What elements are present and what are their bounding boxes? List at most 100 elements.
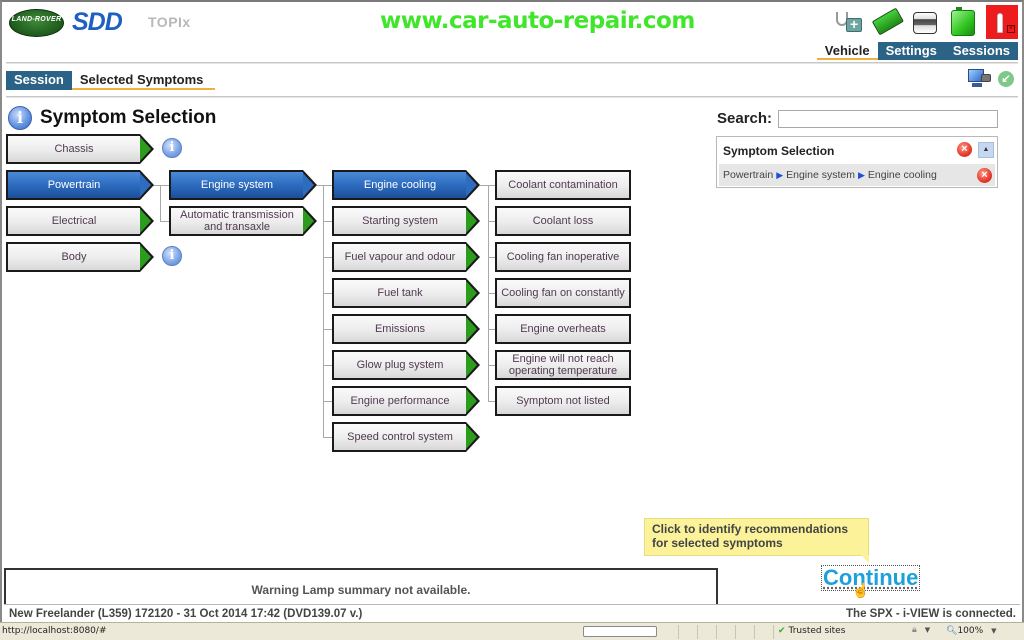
vehicle-info: New Freelander (L359) 172120 - 31 Oct 20… bbox=[9, 608, 363, 620]
battery-icon[interactable] bbox=[948, 6, 978, 38]
selection-panel: Symptom Selection × ▲ Powertrain▶Engine … bbox=[716, 136, 998, 188]
category-powertrain[interactable]: Powertrain bbox=[6, 170, 154, 200]
subcategory-automatic-transmission[interactable]: Automatic transmission and transaxle bbox=[169, 206, 317, 236]
path-item: Engine cooling bbox=[867, 169, 937, 181]
symptom-cooling-fan-on-constantly[interactable]: Cooling fan on constantly bbox=[495, 278, 631, 308]
symptom-not-listed[interactable]: Symptom not listed bbox=[495, 386, 631, 416]
hand-cursor-icon: ☝ bbox=[852, 582, 870, 598]
toolbar-icons: × bbox=[834, 5, 1018, 39]
checkmark-icon: ✔ bbox=[778, 626, 786, 636]
category-body[interactable]: Body bbox=[6, 242, 154, 272]
subheader-divider bbox=[6, 96, 1018, 98]
wireless-disconnected-icon[interactable]: × bbox=[986, 5, 1018, 39]
system-fuel-vapour-odour[interactable]: Fuel vapour and odour bbox=[332, 242, 480, 272]
node-label: Body bbox=[61, 251, 87, 263]
chevron-down-icon: ▼ bbox=[991, 627, 997, 635]
system-glow-plug[interactable]: Glow plug system bbox=[332, 350, 480, 380]
symptom-coolant-contamination[interactable]: Coolant contamination bbox=[495, 170, 631, 200]
connector-line bbox=[323, 185, 324, 438]
symptom-cooling-fan-inoperative[interactable]: Cooling fan inoperative bbox=[495, 242, 631, 272]
status-separators bbox=[660, 625, 775, 639]
security-zone[interactable]: ✔Trusted sites bbox=[778, 626, 845, 636]
connector-line bbox=[323, 221, 333, 222]
protected-mode-icon[interactable]: 🔒︎▼ bbox=[912, 625, 931, 635]
node-label: Engine will not reach operating temperat… bbox=[508, 353, 618, 377]
main-tabs: Vehicle Settings Sessions bbox=[816, 42, 1018, 60]
info-icon[interactable]: i bbox=[8, 106, 32, 130]
connector-line bbox=[323, 257, 333, 258]
node-label: Glow plug system bbox=[356, 359, 444, 371]
connection-status: The SPX - i-VIEW is connected. bbox=[846, 608, 1016, 620]
ecu-module-icon[interactable] bbox=[866, 1, 908, 44]
continue-button[interactable]: Continue bbox=[821, 565, 921, 591]
node-label: Cooling fan inoperative bbox=[506, 251, 620, 263]
collapse-panel-button[interactable]: ▲ bbox=[978, 142, 994, 158]
magnifier-icon: 🔍︎ bbox=[946, 626, 958, 636]
connector-line bbox=[323, 365, 333, 366]
path-arrow-icon: ▶ bbox=[858, 170, 865, 180]
system-engine-performance[interactable]: Engine performance bbox=[332, 386, 480, 416]
search-input[interactable] bbox=[778, 110, 998, 128]
connector-line bbox=[323, 437, 333, 438]
continue-tooltip: Click to identify recommendations for se… bbox=[644, 518, 869, 563]
remove-selection-icon[interactable]: × bbox=[977, 168, 992, 183]
node-label: Engine performance bbox=[350, 395, 450, 407]
connector-line bbox=[488, 329, 496, 330]
connector-line bbox=[488, 257, 496, 258]
warning-lamp-box: Warning Lamp summary not available. bbox=[4, 568, 718, 606]
exit-arrow-icon[interactable]: ↙ bbox=[998, 71, 1014, 87]
info-icon[interactable]: i bbox=[162, 138, 182, 158]
health-check-icon[interactable] bbox=[834, 6, 864, 38]
system-fuel-tank[interactable]: Fuel tank bbox=[332, 278, 480, 308]
connector-line bbox=[323, 293, 333, 294]
node-label: Speed control system bbox=[347, 431, 453, 443]
system-emissions[interactable]: Emissions bbox=[332, 314, 480, 344]
node-label: Fuel tank bbox=[377, 287, 423, 299]
subcategory-engine-system[interactable]: Engine system bbox=[169, 170, 317, 200]
symptom-engine-not-reach-temp[interactable]: Engine will not reach operating temperat… bbox=[495, 350, 631, 380]
connector-line bbox=[160, 185, 161, 221]
category-electrical[interactable]: Electrical bbox=[6, 206, 154, 236]
header-divider bbox=[6, 62, 1018, 64]
category-chassis[interactable]: Chassis bbox=[6, 134, 154, 164]
connector-line bbox=[153, 185, 161, 186]
connector-line bbox=[488, 401, 496, 402]
tab-vehicle[interactable]: Vehicle bbox=[816, 42, 878, 60]
tab-session[interactable]: Session bbox=[6, 71, 72, 90]
node-label: Automatic transmission and transaxle bbox=[180, 209, 294, 233]
node-label: Engine cooling bbox=[363, 179, 437, 191]
system-engine-cooling[interactable]: Engine cooling bbox=[332, 170, 480, 200]
land-rover-logo: LAND-ROVER bbox=[9, 9, 64, 37]
node-label: Electrical bbox=[51, 215, 97, 227]
node-label: Fuel vapour and odour bbox=[344, 251, 456, 263]
sub-toolbar: ↙ bbox=[968, 68, 1014, 90]
sub-tabs: Session Selected Symptoms bbox=[6, 71, 216, 90]
path-item: Engine system bbox=[786, 169, 855, 181]
tab-sessions[interactable]: Sessions bbox=[944, 42, 1018, 60]
node-label: Cooling fan on constantly bbox=[501, 287, 625, 299]
info-icon[interactable]: i bbox=[162, 246, 182, 266]
node-label: Coolant loss bbox=[532, 215, 594, 227]
system-speed-control[interactable]: Speed control system bbox=[332, 422, 480, 452]
tab-settings[interactable]: Settings bbox=[877, 42, 945, 60]
topix-label: TOPIx bbox=[148, 14, 191, 30]
node-label: Starting system bbox=[362, 215, 438, 227]
warning-lamp-text: Warning Lamp summary not available. bbox=[251, 583, 471, 597]
symptom-coolant-loss[interactable]: Coolant loss bbox=[495, 206, 631, 236]
symptom-engine-overheats[interactable]: Engine overheats bbox=[495, 314, 631, 344]
zone-label: Trusted sites bbox=[788, 626, 846, 636]
connector-line bbox=[323, 401, 333, 402]
zoom-control[interactable]: 🔍︎100%▼ bbox=[946, 626, 997, 636]
path-item: Powertrain bbox=[723, 169, 774, 181]
node-label: Engine overheats bbox=[520, 323, 606, 335]
system-starting-system[interactable]: Starting system bbox=[332, 206, 480, 236]
vci-device-icon[interactable] bbox=[910, 6, 940, 38]
monitor-camera-icon[interactable] bbox=[968, 68, 992, 90]
tab-selected-symptoms[interactable]: Selected Symptoms bbox=[71, 71, 216, 90]
node-label: Coolant contamination bbox=[508, 179, 618, 191]
status-url: http://localhost:8080/# bbox=[2, 626, 107, 636]
node-label: Engine system bbox=[200, 179, 274, 191]
connector-line bbox=[488, 365, 496, 366]
clear-all-icon[interactable]: × bbox=[957, 142, 972, 157]
